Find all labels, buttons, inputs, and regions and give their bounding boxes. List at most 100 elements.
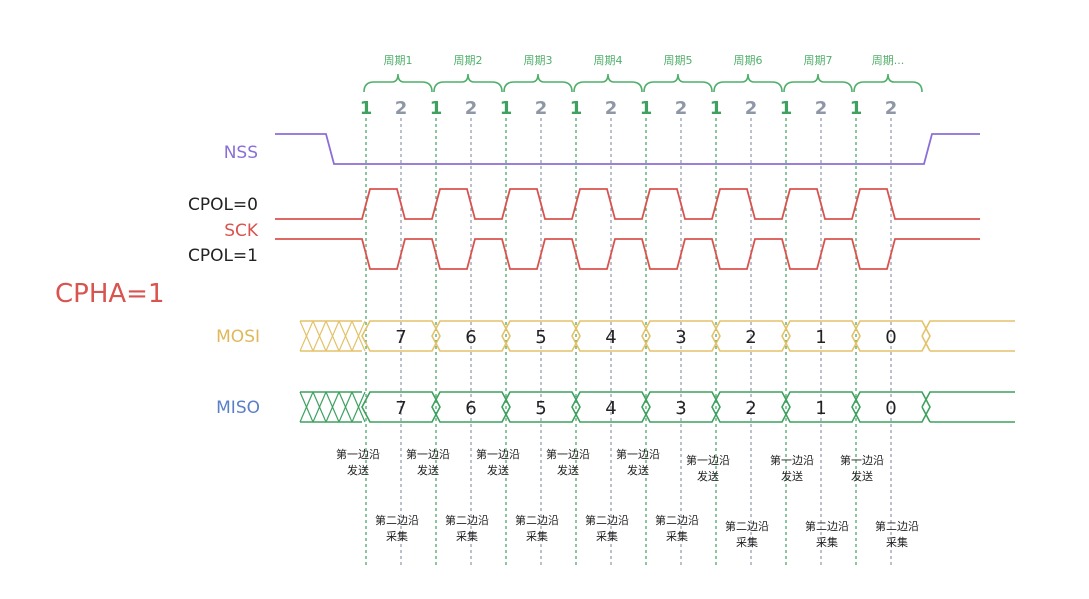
first-edge-note: 第一边沿 <box>840 453 884 467</box>
first-edge-note: 第一边沿 <box>546 447 590 461</box>
first-edge-number: 1 <box>430 98 443 119</box>
bus-cell <box>361 320 441 352</box>
period-brace <box>433 73 503 93</box>
second-edge-note: 第二边沿 <box>805 519 849 533</box>
hatch-line <box>299 391 314 423</box>
period-brace <box>783 73 853 93</box>
second-edge-note: 第二边沿 <box>725 519 769 533</box>
period-label: 周期2 <box>454 54 483 67</box>
bit-value: 5 <box>535 327 546 348</box>
hatch-line <box>338 391 353 423</box>
first-edge-note: 发送 <box>781 469 803 483</box>
second-edge-number: 2 <box>885 98 898 119</box>
bus-cell <box>431 391 511 423</box>
bit-value: 7 <box>395 327 406 348</box>
second-edge-number: 2 <box>675 98 688 119</box>
hatch-line <box>312 320 327 352</box>
first-edge-note: 发送 <box>417 463 439 477</box>
period-brace <box>713 73 783 93</box>
second-edge-note: 采集 <box>386 529 408 543</box>
first-edge-number: 1 <box>360 98 373 119</box>
period-brace <box>643 73 713 93</box>
bus-cell <box>781 320 861 352</box>
bus-cell <box>641 391 721 423</box>
first-edge-note: 第一边沿 <box>770 453 814 467</box>
hatch-line <box>325 320 340 352</box>
diagram-title: CPHA=1 <box>55 279 165 309</box>
bit-value: 0 <box>885 327 896 348</box>
second-edge-note: 第二边沿 <box>445 513 489 527</box>
first-edge-number: 1 <box>710 98 723 119</box>
bus-tail <box>921 320 1015 352</box>
second-edge-note: 采集 <box>886 535 908 549</box>
bit-value: 2 <box>745 398 756 419</box>
cpol1-label: CPOL=1 <box>188 246 258 266</box>
first-edge-note: 第一边沿 <box>476 447 520 461</box>
period-label: 周期4 <box>594 54 623 67</box>
second-edge-note: 采集 <box>596 529 618 543</box>
bus-tail <box>921 391 1015 423</box>
period-label: 周期3 <box>524 54 553 67</box>
second-edge-note: 第二边沿 <box>515 513 559 527</box>
second-edge-note: 采集 <box>456 529 478 543</box>
period-label: 周期5 <box>664 54 693 67</box>
second-edge-number: 2 <box>395 98 408 119</box>
bit-value: 5 <box>535 398 546 419</box>
edge-guide-lines <box>365 118 892 565</box>
bus-cell <box>781 391 861 423</box>
bit-value: 0 <box>885 398 896 419</box>
period-brace <box>363 73 433 93</box>
miso-label: MISO <box>216 398 260 418</box>
bus-cell <box>641 320 721 352</box>
bus-cell <box>501 320 581 352</box>
bus-cell <box>851 391 931 423</box>
first-edge-note: 第一边沿 <box>686 453 730 467</box>
first-edge-number: 1 <box>500 98 513 119</box>
period-brace <box>573 73 643 93</box>
second-edge-number: 2 <box>815 98 828 119</box>
bit-value: 3 <box>675 327 686 348</box>
nss-waveform <box>275 133 980 165</box>
bus-cell <box>501 391 581 423</box>
period-brace <box>853 73 923 93</box>
cpol0-label: CPOL=0 <box>188 195 258 215</box>
bus-cell <box>571 391 651 423</box>
hatch-line <box>351 391 366 423</box>
bit-value: 1 <box>815 398 826 419</box>
period-brace <box>503 73 573 93</box>
bus-cell <box>571 320 651 352</box>
first-edge-note: 发送 <box>347 463 369 477</box>
second-edge-number: 2 <box>465 98 478 119</box>
sck-label: SCK <box>224 221 259 241</box>
first-edge-note: 发送 <box>851 469 873 483</box>
bit-value: 6 <box>465 398 476 419</box>
sck-cpol0-waveform <box>275 188 980 220</box>
first-edge-note: 第一边沿 <box>406 447 450 461</box>
bit-value: 3 <box>675 398 686 419</box>
bus-cell <box>431 320 511 352</box>
first-edge-number: 1 <box>850 98 863 119</box>
mosi-label: MOSI <box>216 327 260 347</box>
second-edge-note: 第二边沿 <box>375 513 419 527</box>
bit-value: 6 <box>465 327 476 348</box>
period-label: 周期6 <box>734 54 763 67</box>
bit-value: 1 <box>815 327 826 348</box>
hatch-line <box>338 320 353 352</box>
first-edge-note: 发送 <box>627 463 649 477</box>
bit-value: 4 <box>605 398 616 419</box>
hatch-line <box>299 320 314 352</box>
second-edge-note: 第二边沿 <box>655 513 699 527</box>
second-edge-note: 第二边沿 <box>875 519 919 533</box>
first-edge-number: 1 <box>780 98 793 119</box>
second-edge-note: 采集 <box>816 535 838 549</box>
bus-cell <box>851 320 931 352</box>
nss-label: NSS <box>224 143 258 163</box>
period-label: 周期1 <box>384 54 413 67</box>
second-edge-note: 采集 <box>666 529 688 543</box>
